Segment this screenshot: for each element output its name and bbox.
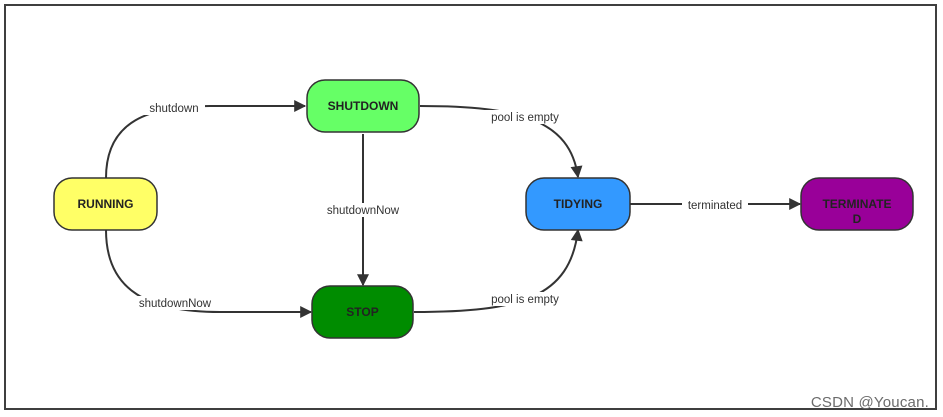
diagram-frame — [4, 4, 937, 410]
node-stop: STOP — [311, 285, 414, 339]
node-running-label: RUNNING — [78, 197, 134, 211]
node-terminated-box — [800, 177, 914, 231]
watermark: CSDN @Youcan. — [810, 394, 929, 411]
node-tidying: TIDYING — [525, 177, 631, 231]
node-stop-label: STOP — [346, 305, 378, 319]
edge-label-shutdownnow-vertical: shutdownNow — [327, 205, 400, 217]
node-running-box — [53, 177, 158, 231]
node-tidying-box — [525, 177, 631, 231]
node-terminated-label-line1: TERMINATE — [822, 197, 891, 211]
edge-label-terminated: terminated — [688, 200, 742, 212]
node-terminated-label-line2: D — [853, 212, 862, 226]
edge-label-pool-empty-bottom: pool is empty — [491, 294, 559, 306]
node-shutdown-box — [306, 79, 420, 133]
node-shutdown-label: SHUTDOWN — [328, 99, 399, 113]
node-stop-box — [311, 285, 414, 339]
edge-running-to-shutdown — [105, 100, 307, 179]
edge-label-shutdownnow-bottom: shutdownNow — [139, 298, 212, 310]
edge-label-shutdown: shutdown — [149, 103, 198, 115]
node-tidying-label: TIDYING — [554, 197, 603, 211]
node-terminated: TERMINATE D — [800, 177, 914, 231]
node-running: RUNNING — [53, 177, 158, 231]
node-shutdown: SHUTDOWN — [306, 79, 420, 133]
edge-label-pool-empty-top: pool is empty — [491, 112, 559, 124]
